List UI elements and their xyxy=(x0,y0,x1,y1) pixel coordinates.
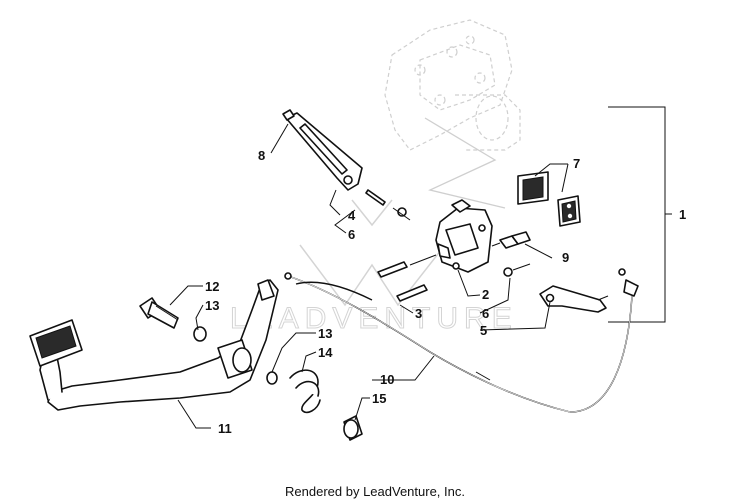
footer-credit: Rendered by LeadVenture, Inc. xyxy=(285,484,465,499)
watermark-text: LEADVENTURE xyxy=(230,302,518,335)
callout-12: 12 xyxy=(205,279,219,294)
part-pin-small xyxy=(365,189,411,221)
part-bolt xyxy=(491,231,531,249)
callouts: 1 2 3 4 5 6 6 7 8 9 10 11 12 13 13 14 15 xyxy=(205,148,686,436)
watermark-logo: LEADVENTURE xyxy=(230,199,518,336)
callout-13a: 13 xyxy=(205,298,219,313)
callout-15: 15 xyxy=(372,391,386,406)
part-washer-upper xyxy=(193,326,207,342)
part-pins xyxy=(377,254,437,302)
callout-5: 5 xyxy=(480,323,487,338)
part-washer-lower xyxy=(266,371,278,385)
callout-2: 2 xyxy=(482,287,489,302)
part-brake-lever xyxy=(282,109,363,191)
callout-14: 14 xyxy=(318,345,333,360)
callout-13b: 13 xyxy=(318,326,332,341)
leader-lines xyxy=(169,123,569,429)
part-bushing xyxy=(343,415,363,441)
callout-6b: 6 xyxy=(482,306,489,321)
callout-9: 9 xyxy=(562,250,569,265)
callout-8: 8 xyxy=(258,148,265,163)
part-brake-pads xyxy=(517,171,581,227)
callout-10: 10 xyxy=(380,372,394,387)
part-pivot-bolt xyxy=(139,297,179,329)
part-return-spring xyxy=(289,369,321,414)
callout-6a: 6 xyxy=(348,227,355,242)
part-brake-cable xyxy=(284,268,639,413)
callout-11: 11 xyxy=(218,421,232,436)
part-brake-pedal xyxy=(29,279,279,411)
callout-3: 3 xyxy=(415,306,422,321)
callout-1: 1 xyxy=(679,207,686,222)
part-brake-arm xyxy=(539,285,609,313)
part-spring-clip xyxy=(503,263,531,277)
engine-case-ghost xyxy=(384,19,521,209)
callout-4: 4 xyxy=(348,208,356,223)
part-brake-caliper xyxy=(435,199,493,273)
callout-7: 7 xyxy=(573,156,580,171)
